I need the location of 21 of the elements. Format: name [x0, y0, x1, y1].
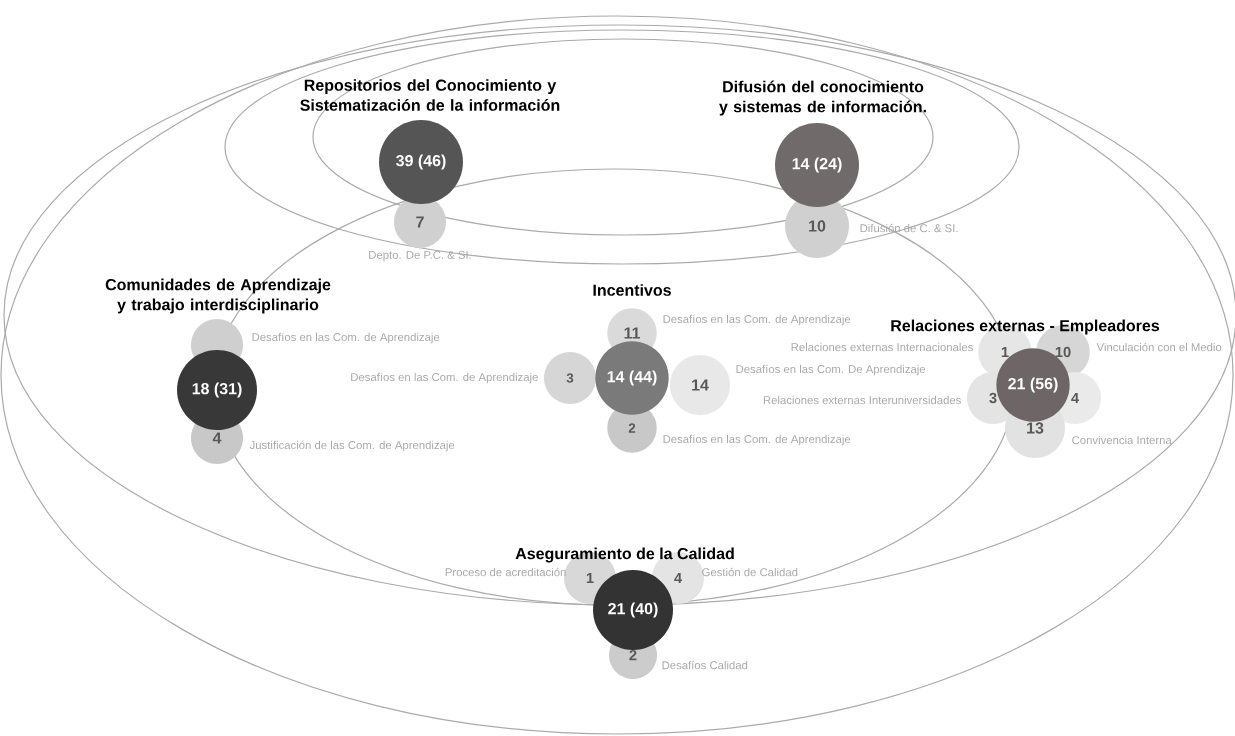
- heading: Comunidades de Aprendizaje y trabajo interdisciplinario: [105, 278, 331, 314]
- bubble-label: Desafíos en las Com. de Aprendizaje: [252, 332, 440, 344]
- heading: Aseguramiento de la Calidad: [515, 547, 734, 563]
- bubble-label: Desafíos en las Com. De Aprendizaje: [736, 364, 926, 376]
- bubble-label: Relaciones externas Internacionales: [791, 342, 973, 352]
- bubble-label: Convivencia Interna: [1072, 435, 1172, 445]
- bubble: 7: [394, 196, 446, 248]
- bubble-label: Gestión de Calidad: [702, 567, 798, 577]
- bubble-label: Desafíos en las Com. de Aprendizaje: [663, 434, 851, 446]
- bubble-label: Desafíos en las Com. de Aprendizaje: [663, 314, 851, 326]
- bubble-label: Proceso de acreditación: [445, 567, 566, 577]
- heading: Incentivos: [593, 284, 671, 296]
- bubble-label: Desafíos Calidad: [662, 660, 748, 670]
- bubble: 3: [544, 352, 596, 404]
- bubble-label: Relaciones externas Interuniversidades: [763, 395, 961, 405]
- bubble-label: Desafíos en las Com. de Aprendizaje: [351, 372, 538, 384]
- bubble-label: Justificación de las Com. de Aprendizaje: [249, 440, 455, 452]
- bubble-label: Vinculación con el Medio: [1096, 342, 1222, 352]
- heading: Repositorios del Conocimiento y Sistematización de la información: [300, 79, 560, 111]
- heading: Difusión del conocimiento y sistemas de información.: [719, 80, 926, 116]
- bubble: 14: [670, 355, 730, 415]
